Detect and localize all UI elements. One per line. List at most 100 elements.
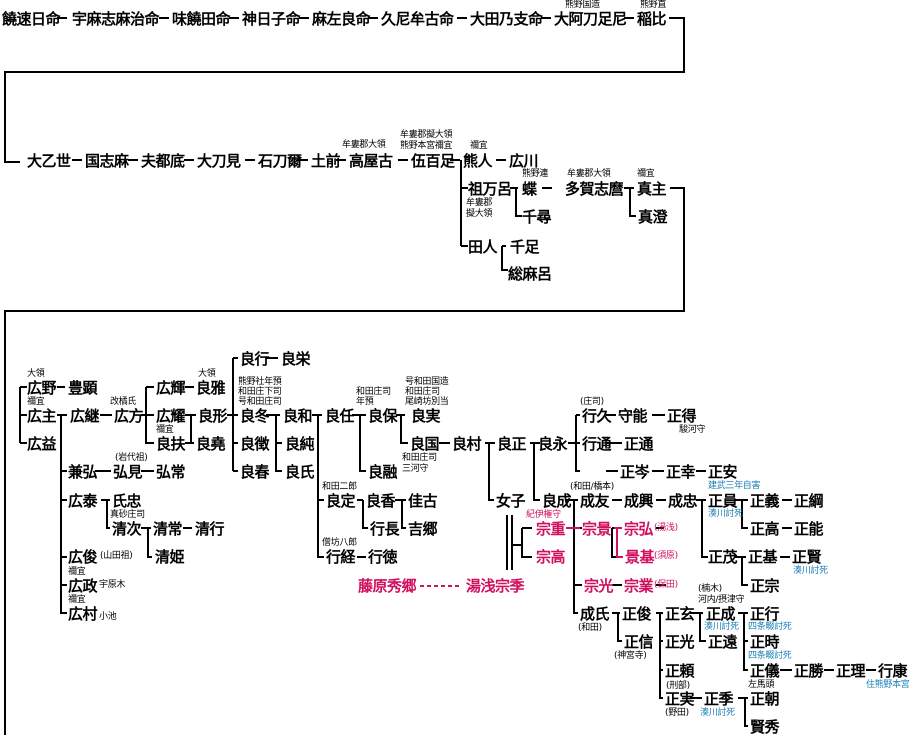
person-n15: 土前 <box>311 152 341 170</box>
note-a54: (刑部) <box>666 681 690 691</box>
note-a4: 牟婁郡擬大領 <box>400 130 453 140</box>
person-n120: 行康 <box>878 662 908 680</box>
person-n42: 良栄 <box>281 350 311 368</box>
note-a57: 湊川討死 <box>700 708 735 718</box>
connector <box>460 160 468 247</box>
connector <box>690 669 876 727</box>
person-n62: 清次 <box>112 520 142 538</box>
person-n69: 良定 <box>326 492 356 510</box>
note-a51: (神宮寺) <box>614 651 647 661</box>
person-n83: 正安 <box>708 463 738 481</box>
person-n115: 正時 <box>750 633 780 651</box>
person-n13: 大刀見 <box>197 152 241 170</box>
person-n116: 正頼 <box>665 662 695 680</box>
connector <box>357 499 406 558</box>
note-a36: 小池 <box>99 612 117 622</box>
note-a38: 建武三年自害 <box>708 481 761 491</box>
person-n122: 正季 <box>704 690 734 708</box>
note-a15: 禰宜 <box>156 425 174 435</box>
person-n19: 広川 <box>509 152 539 170</box>
person-n82: 正幸 <box>666 463 696 481</box>
person-n12: 夫都底 <box>141 152 185 170</box>
note-a56: (野田) <box>665 708 689 718</box>
person-n29: 広野 <box>27 379 57 397</box>
person-n56: 良永 <box>538 435 568 453</box>
person-n106: 正宗 <box>750 577 780 595</box>
person-n51: 良実 <box>411 407 441 425</box>
person-n17: 伍百足 <box>411 152 455 170</box>
person-n32: 広益 <box>27 435 57 453</box>
person-n34: 広方 <box>114 407 144 425</box>
connector <box>19 386 27 444</box>
person-n25: 真澄 <box>638 208 668 226</box>
person-n30: 豊顕 <box>68 379 98 397</box>
person-n50: 良保 <box>368 407 398 425</box>
connector <box>352 414 495 472</box>
person-n58: 弘見 <box>113 463 143 481</box>
note-a19: 号和田庄司 <box>238 397 282 407</box>
person-n44: 良和 <box>283 407 313 425</box>
person-n96: 宗弘 <box>624 520 654 538</box>
note-a44: (保田) <box>654 580 678 590</box>
person-n97: 景基 <box>625 548 655 566</box>
person-n31: 広主 <box>27 407 57 425</box>
person-n66: 広俊 <box>68 548 98 566</box>
note-a42: (湯浅) <box>654 523 678 533</box>
person-n37: 広耀 <box>156 407 186 425</box>
note-a32: (山田祖) <box>100 551 133 561</box>
note-a14: 改橘氏 <box>110 397 137 407</box>
person-n54: 良村 <box>452 435 482 453</box>
note-a17: 熊野社年預 <box>238 377 282 387</box>
person-n8: 大阿刀足尼 <box>554 10 627 28</box>
note-a34: 宇原木 <box>99 580 126 590</box>
note-a13: 禰宜 <box>27 397 45 407</box>
person-n6: 久尼牟古命 <box>381 10 454 28</box>
note-a10: 牟婁郡 <box>466 198 493 208</box>
person-n108: 正俊 <box>622 605 652 623</box>
person-n61: 氏忠 <box>112 492 142 510</box>
person-n9: 稲比 <box>637 10 667 28</box>
person-n76: 行久 <box>582 407 612 425</box>
note-a45: 湊川討死 <box>793 566 828 576</box>
person-n2: 宇麻志麻治命 <box>72 10 160 28</box>
person-n105: 正賢 <box>792 548 822 566</box>
note-a25: 和田庄司 <box>402 453 437 463</box>
note-a50: (和田) <box>578 623 602 633</box>
person-n81: 正岑 <box>620 463 650 481</box>
note-a35: 禰宜 <box>68 595 86 605</box>
person-n48: 良春 <box>240 463 270 481</box>
person-n64: 清行 <box>195 520 225 538</box>
person-n68: 広村 <box>68 605 98 623</box>
person-n65: 清姫 <box>155 548 185 566</box>
person-n124: 賢秀 <box>750 718 780 735</box>
person-n94: 宗重 <box>536 520 566 538</box>
person-n123: 正朝 <box>750 690 780 708</box>
person-n101: 宗光 <box>584 577 614 595</box>
person-n46: 良徴 <box>240 435 270 453</box>
person-n92: 正高 <box>750 520 780 538</box>
note-a11: 擬大領 <box>466 209 493 219</box>
note-a33: 禰宜 <box>68 567 86 577</box>
pink-connector <box>566 527 623 558</box>
person-n91: 正綱 <box>794 492 824 510</box>
person-n80: 正通 <box>624 435 654 453</box>
person-n36: 良雅 <box>196 379 226 397</box>
person-n28: 総麻呂 <box>508 265 552 283</box>
person-n38: 良形 <box>198 407 228 425</box>
person-n77: 守能 <box>618 407 648 425</box>
connector <box>57 386 67 614</box>
double-connector <box>506 515 580 570</box>
person-n88: 成忠 <box>668 492 698 510</box>
person-n55: 良正 <box>497 435 527 453</box>
note-a8: 牟婁郡大領 <box>567 169 611 179</box>
person-n75: 行徳 <box>368 548 398 566</box>
person-n53: 良国 <box>410 435 440 453</box>
connector <box>95 470 192 558</box>
person-n35: 広輝 <box>156 379 186 397</box>
person-n26: 田人 <box>468 238 498 256</box>
connector <box>4 187 685 735</box>
note-a3: 牟婁郡大領 <box>342 140 386 150</box>
person-n89: 正員 <box>708 492 738 510</box>
person-n107: 成氏 <box>580 605 610 623</box>
note-a16: 大領 <box>198 369 216 379</box>
